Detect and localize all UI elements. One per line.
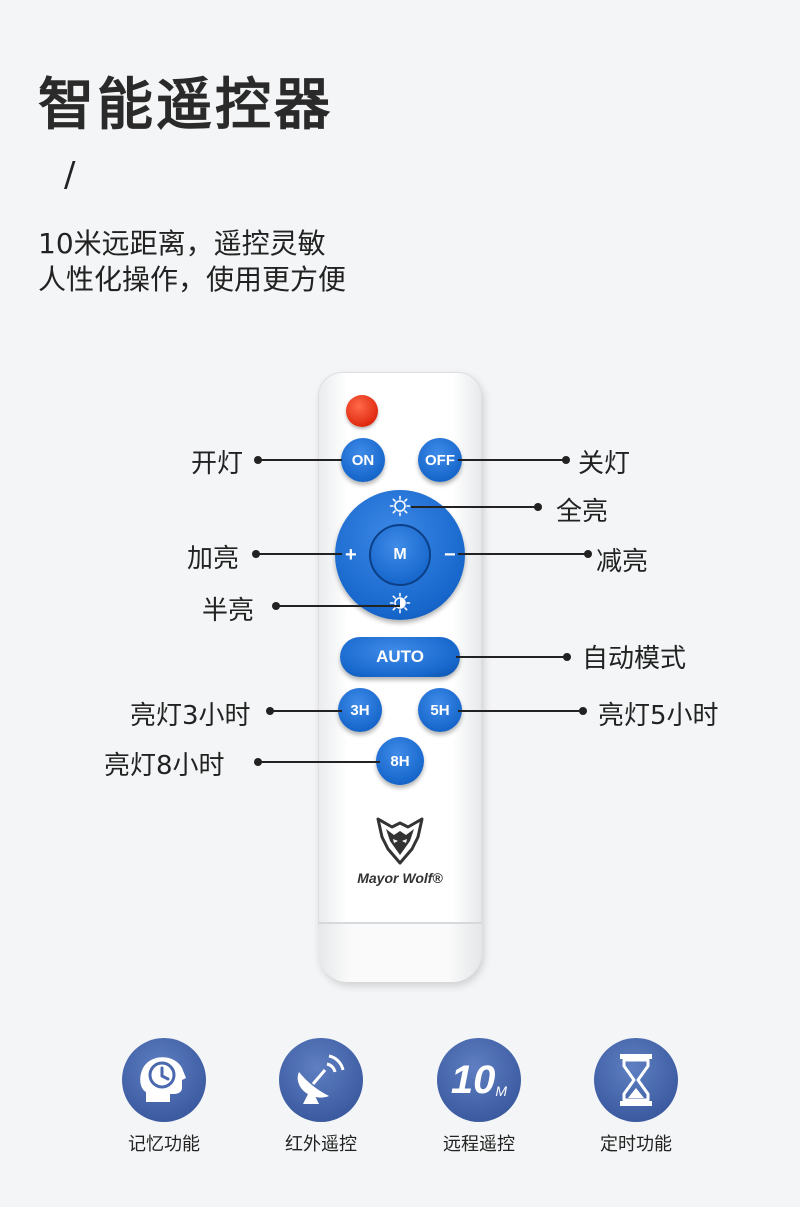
infrared-dish-icon bbox=[279, 1038, 363, 1122]
10m-range-icon: 10 M bbox=[437, 1038, 521, 1122]
callout-dot bbox=[562, 456, 570, 464]
dim-button[interactable]: − bbox=[444, 544, 456, 566]
feature-label-infrared: 红外遥控 bbox=[285, 1134, 357, 1155]
callout-dot bbox=[579, 707, 587, 715]
callout-timer-8h: 亮灯8小时 bbox=[104, 751, 225, 781]
callout-dim: 减亮 bbox=[596, 547, 649, 577]
callout-dot bbox=[584, 550, 592, 558]
subtitle-line-1: 10米远距离，遥控灵敏 bbox=[38, 227, 326, 260]
callout-brighten: 加亮 bbox=[187, 544, 240, 574]
feature-label-timer: 定时功能 bbox=[600, 1134, 672, 1155]
timer-5h-button[interactable]: 5H bbox=[418, 688, 462, 732]
callout-on: 开灯 bbox=[191, 449, 244, 479]
brighten-button[interactable]: + bbox=[345, 544, 357, 566]
range-unit: M bbox=[495, 1083, 508, 1099]
callout-line bbox=[258, 761, 380, 763]
title-divider: / bbox=[64, 155, 76, 195]
on-button[interactable]: ON bbox=[341, 438, 385, 482]
callout-timer-5h: 亮灯5小时 bbox=[598, 701, 719, 731]
callout-auto-mode: 自动模式 bbox=[582, 644, 687, 674]
half-bright-sun-icon[interactable] bbox=[389, 592, 411, 614]
subtitle-line-2: 人性化操作，使用更方便 bbox=[38, 263, 347, 296]
callout-line bbox=[456, 656, 566, 658]
callout-line bbox=[458, 459, 566, 461]
wolf-logo-icon bbox=[376, 817, 424, 865]
off-button[interactable]: OFF bbox=[418, 438, 462, 482]
callout-half-bright: 半亮 bbox=[202, 596, 255, 626]
mode-button[interactable]: M bbox=[369, 524, 431, 586]
callout-line bbox=[258, 459, 342, 461]
brand-name: Mayor Wolf® bbox=[357, 870, 443, 886]
full-bright-sun-icon[interactable] bbox=[389, 495, 411, 517]
feature-label-remote: 远程遥控 bbox=[443, 1134, 515, 1155]
callout-line bbox=[256, 553, 342, 555]
callout-off: 关灯 bbox=[578, 449, 631, 479]
remote-battery-cover bbox=[318, 922, 482, 982]
page-title: 智能遥控器 bbox=[38, 73, 333, 138]
range-number: 10 bbox=[450, 1057, 496, 1102]
feature-label-memory: 记忆功能 bbox=[128, 1134, 200, 1155]
callout-dot bbox=[563, 653, 571, 661]
timer-3h-button[interactable]: 3H bbox=[338, 688, 382, 732]
callout-line bbox=[458, 710, 582, 712]
callout-line bbox=[411, 506, 537, 508]
callout-timer-3h: 亮灯3小时 bbox=[130, 701, 251, 731]
callout-line bbox=[276, 605, 400, 607]
callout-line bbox=[270, 710, 342, 712]
callout-full-bright: 全亮 bbox=[556, 497, 609, 527]
timer-8h-button[interactable]: 8H bbox=[376, 737, 424, 785]
auto-button[interactable]: AUTO bbox=[340, 637, 460, 677]
hourglass-icon bbox=[594, 1038, 678, 1122]
power-indicator-button[interactable] bbox=[346, 395, 378, 427]
memory-head-clock-icon bbox=[122, 1038, 206, 1122]
callout-dot bbox=[534, 503, 542, 511]
callout-line bbox=[458, 553, 588, 555]
